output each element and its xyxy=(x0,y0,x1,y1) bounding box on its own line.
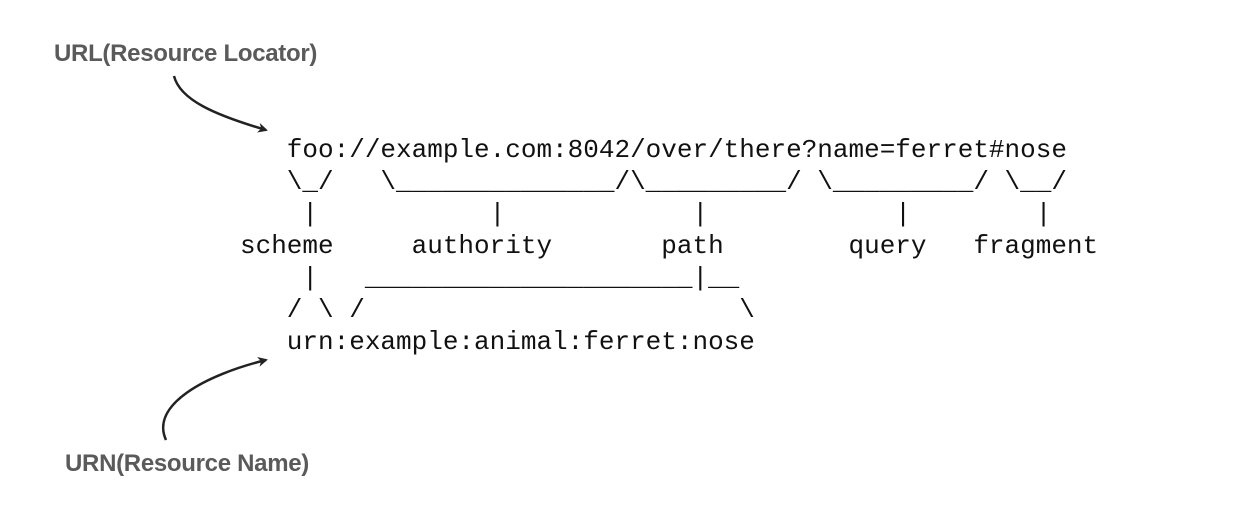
urn-connector-line: | _____________________|__ xyxy=(240,263,740,293)
brace-line: \_/ \______________/\_________/ \_______… xyxy=(240,167,1067,197)
urn-example-line: urn:example:animal:ferret:nose xyxy=(240,327,755,357)
url-label: URL(Resource Locator) xyxy=(54,40,318,67)
urn-brace-line: / \ / \ xyxy=(240,295,755,325)
url-curved-arrow-icon xyxy=(172,75,268,133)
urn-curved-arrow-icon xyxy=(162,357,268,441)
uri-syntax-diagram: foo://example.com:8042/over/there?name=f… xyxy=(240,134,1098,358)
connector-line: | | | | | xyxy=(240,199,1052,229)
component-names-line: scheme authority path query fragment xyxy=(240,231,1099,261)
url-example-line: foo://example.com:8042/over/there?name=f… xyxy=(240,135,1067,165)
urn-label: URN(Resource Name) xyxy=(65,450,309,477)
